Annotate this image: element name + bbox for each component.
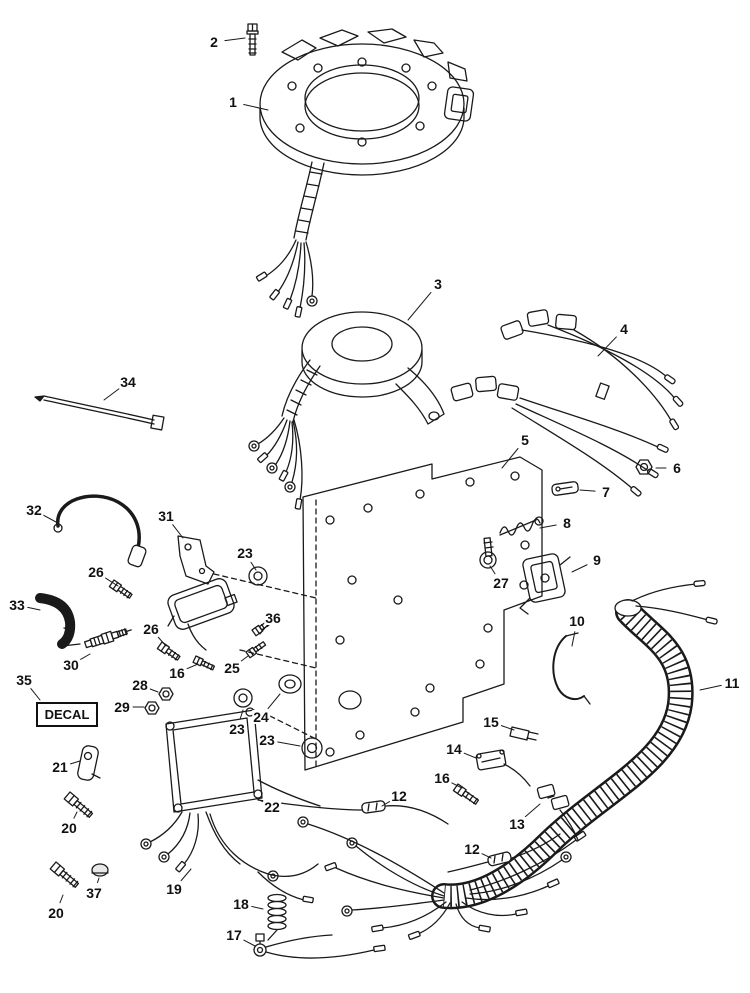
mounting-plate xyxy=(213,456,543,771)
callout-29: 29 xyxy=(113,699,131,715)
connector-pair xyxy=(536,783,579,841)
spring-screw xyxy=(499,516,544,536)
callout-5: 5 xyxy=(520,432,530,448)
callout-9: 9 xyxy=(592,552,602,568)
stator-coil xyxy=(248,311,445,510)
upper-wiring-harness xyxy=(450,309,684,497)
wire-clamp xyxy=(552,632,591,705)
relay xyxy=(475,749,531,787)
mounting-bolt-upper xyxy=(63,791,94,818)
callout-20: 20 xyxy=(47,905,65,921)
flanged-screw xyxy=(479,537,497,569)
callout-24: 24 xyxy=(252,709,270,725)
small-bracket xyxy=(77,745,101,781)
flywheel-assembly xyxy=(255,28,475,318)
callout-25: 25 xyxy=(223,660,241,676)
callout-37: 37 xyxy=(85,885,103,901)
spring xyxy=(267,893,287,941)
main-wiring-harness xyxy=(297,579,718,940)
callout-18: 18 xyxy=(232,896,250,912)
callout-22: 22 xyxy=(263,799,281,815)
grommet-upper xyxy=(248,566,268,586)
callout-15: 15 xyxy=(482,714,500,730)
coil-screw-lower xyxy=(156,641,181,661)
hex-nut xyxy=(635,459,653,475)
decal-label-box: DECAL xyxy=(36,702,98,727)
callout-16: 16 xyxy=(168,665,186,681)
callout-1: 1 xyxy=(228,94,238,110)
callout-23: 23 xyxy=(258,732,276,748)
callout-12: 12 xyxy=(390,788,408,804)
sleeve-connector-right xyxy=(487,851,512,867)
flywheel-bolt xyxy=(246,23,259,56)
callout-34: 34 xyxy=(119,374,137,390)
callout-33: 33 xyxy=(8,597,26,613)
callout-26: 26 xyxy=(87,564,105,580)
callout-2: 2 xyxy=(209,34,219,50)
ignition-coil xyxy=(167,535,238,651)
power-pack xyxy=(140,707,321,873)
spark-plug-wire xyxy=(53,494,147,568)
hex-bolt-right xyxy=(452,783,480,805)
cable-tie xyxy=(34,395,165,431)
small-screw-25 xyxy=(245,641,267,659)
lead-wires xyxy=(209,813,319,904)
cap xyxy=(91,863,109,877)
spark-plug xyxy=(83,628,132,649)
retainer-clip xyxy=(551,481,579,496)
callout-27: 27 xyxy=(492,575,510,591)
callout-16: 16 xyxy=(433,770,451,786)
callout-21: 21 xyxy=(51,759,69,775)
callout-6: 6 xyxy=(672,460,682,476)
callout-3: 3 xyxy=(433,276,443,292)
callout-4: 4 xyxy=(619,321,629,337)
grommet-lower xyxy=(301,737,323,759)
callout-14: 14 xyxy=(445,741,463,757)
callout-31: 31 xyxy=(157,508,175,524)
grommet-middle xyxy=(233,688,253,708)
callout-leader-lines xyxy=(27,37,722,947)
callout-32: 32 xyxy=(25,502,43,518)
callout-17: 17 xyxy=(225,927,243,943)
callout-35: 35 xyxy=(15,672,33,688)
callout-30: 30 xyxy=(62,657,80,673)
hex-bolt-left xyxy=(192,655,216,671)
callout-19: 19 xyxy=(165,881,183,897)
callout-8: 8 xyxy=(562,515,572,531)
callout-36: 36 xyxy=(264,610,282,626)
clip-terminal xyxy=(509,726,539,741)
callout-20: 20 xyxy=(60,820,78,836)
callout-26: 26 xyxy=(142,621,160,637)
coil-screw-upper xyxy=(108,579,133,599)
hex-nut-29 xyxy=(144,701,160,715)
grommet-large xyxy=(278,674,302,694)
decal-label: DECAL xyxy=(44,707,90,722)
callout-23: 23 xyxy=(228,721,246,737)
sleeve-connector-left xyxy=(257,799,449,825)
mounting-bolt-lower xyxy=(49,861,80,888)
callout-13: 13 xyxy=(508,816,526,832)
callout-10: 10 xyxy=(568,613,586,629)
ground-lead xyxy=(253,933,386,959)
callout-7: 7 xyxy=(601,484,611,500)
spark-plug-boot xyxy=(35,593,81,649)
hex-nut-28 xyxy=(158,687,174,701)
callout-28: 28 xyxy=(131,677,149,693)
stop-switch xyxy=(519,553,571,615)
callout-11: 11 xyxy=(723,675,741,691)
callout-23: 23 xyxy=(236,545,254,561)
callout-12: 12 xyxy=(463,841,481,857)
